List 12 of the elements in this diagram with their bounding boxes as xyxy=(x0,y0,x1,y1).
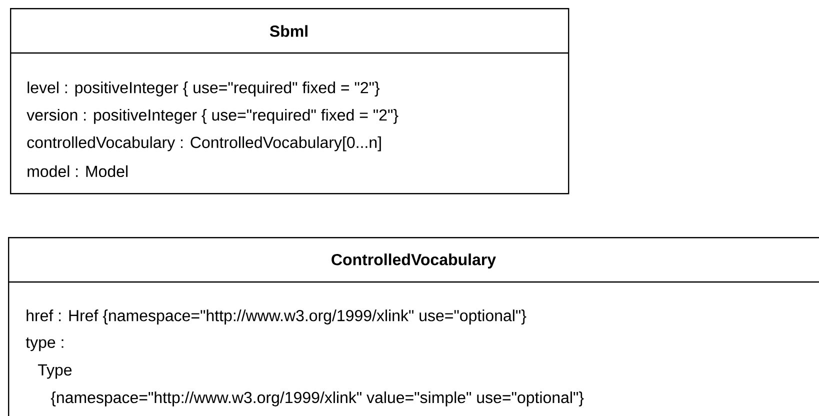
attribute-text: Type xyxy=(38,364,72,379)
attribute-text: model : Model xyxy=(28,165,128,178)
class-box xyxy=(10,8,570,194)
attribute-text: type : xyxy=(26,337,64,352)
attribute-text: href : Href {namespace="http://www.w3.org/1999/xlink" use="optional"} xyxy=(26,310,526,324)
attribute-text: level : positiveInteger { use="required" fixed = "2"} xyxy=(28,82,380,96)
class-name: Sbml xyxy=(270,25,308,37)
class-name: ControlledVocabulary xyxy=(332,254,496,268)
attribute-text: version : positiveInteger { use="required" fixed = "2"} xyxy=(26,108,398,124)
class-box xyxy=(8,237,819,416)
attribute-text: {namespace="http://www.w3.org/1999/xlink" value="simple" use="optional"} xyxy=(50,391,584,406)
attribute-text: controlledVocabulary : ControlledVocabulary[0...n] xyxy=(27,136,381,152)
